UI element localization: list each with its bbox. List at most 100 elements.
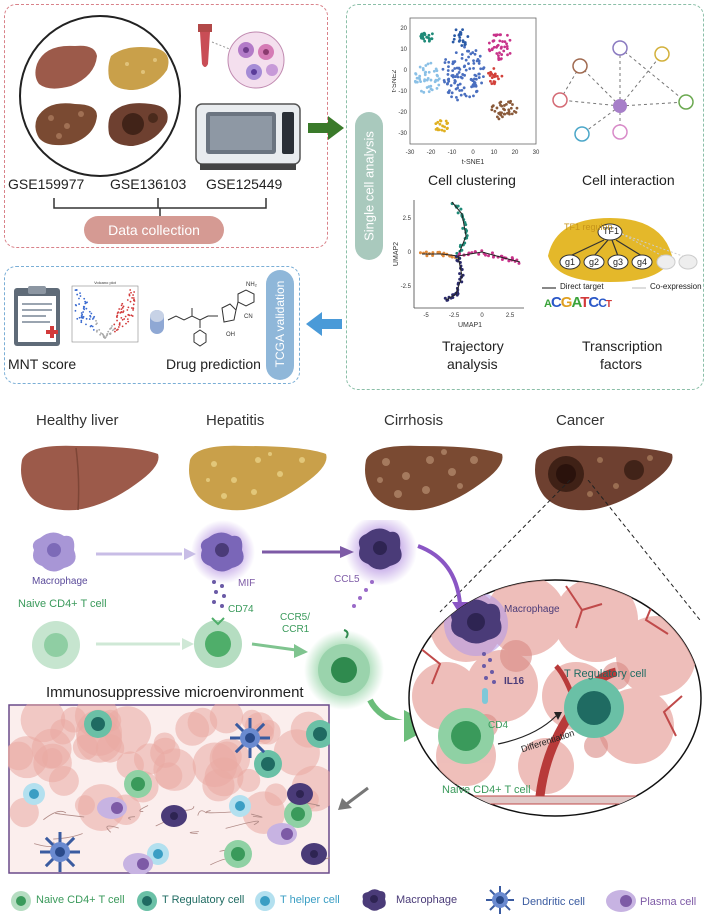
volcano-point [88, 310, 91, 313]
tsne-point [495, 33, 499, 37]
validation-pill [266, 270, 294, 380]
volcano-point [132, 307, 135, 310]
volcano-point [121, 325, 124, 328]
umap-x-tick: -2.5 [449, 313, 460, 319]
umap-point [455, 251, 459, 255]
tsne-xlabel: t-SNE1 [462, 159, 485, 166]
volcano-point [83, 306, 86, 308]
tsne-point [454, 75, 457, 78]
tsne-point [456, 83, 460, 87]
volcano-point [109, 332, 112, 335]
tsne-point [453, 81, 457, 85]
volcano-point [132, 294, 134, 296]
tsne-point [441, 124, 444, 128]
tsne-point [455, 95, 458, 99]
tsne-point [429, 61, 433, 65]
volcano-point [120, 304, 123, 307]
tsne-point [472, 59, 475, 63]
umap-y-tick: 0 [408, 250, 412, 256]
umap-point [483, 253, 487, 257]
cell-interaction-network [552, 40, 694, 142]
motif-letter: A [571, 294, 581, 311]
volcano-point [89, 325, 92, 328]
tsne-point [457, 70, 461, 74]
volcano-point [132, 309, 134, 311]
tsne-point [420, 33, 424, 37]
volcano-point [85, 307, 88, 310]
volcano-point [132, 303, 135, 306]
tsne-point [481, 67, 485, 71]
tsne-point [467, 62, 470, 66]
umap-point [459, 243, 463, 247]
tsne-point [430, 88, 434, 92]
motif-letter: C [598, 296, 607, 310]
volcano-point [82, 311, 85, 313]
tsne-point [491, 39, 495, 43]
tsne-point [503, 108, 506, 112]
stroma-fiber [34, 841, 55, 847]
tsne-point [451, 75, 455, 79]
tsne-point [500, 104, 504, 108]
tsne-point [447, 65, 450, 69]
volcano-point [126, 299, 129, 301]
umap-ylabel: UMAP2 [393, 242, 400, 266]
tsne-point [493, 74, 497, 78]
tsne-point [492, 67, 496, 70]
tsne-point [472, 94, 475, 98]
volcano-point [92, 328, 95, 331]
single-cell-analysis-panel [346, 4, 704, 390]
tsne-point [429, 78, 433, 82]
stroma-fiber [251, 813, 263, 818]
th-nucleus [29, 789, 39, 799]
tumor-cell [187, 707, 218, 738]
volcano-point [114, 330, 116, 333]
umap-point [438, 250, 442, 254]
plasma-nucleus [281, 828, 293, 840]
tsne-point [458, 82, 462, 86]
tsne-point [436, 78, 440, 82]
umap-point [500, 257, 504, 261]
volcano-point [116, 319, 118, 322]
volcano-point [124, 315, 127, 318]
tsne-point [459, 75, 463, 79]
motif-letter: T [605, 299, 612, 310]
tsne-point [432, 69, 436, 73]
tumor-cell [74, 795, 95, 816]
sequencer-machine-icon [195, 103, 301, 170]
tsne-x-tick: -20 [427, 150, 436, 156]
umap-trajectory-line [422, 253, 459, 257]
tsne-point [440, 128, 444, 132]
stroma-fiber [43, 810, 67, 821]
tsne-point [427, 70, 431, 74]
tsne-point [497, 54, 500, 58]
stroma-fiber [225, 820, 259, 829]
cancer-liver-illustration [535, 445, 673, 511]
volcano-point [132, 297, 135, 299]
volcano-point [85, 323, 87, 326]
tsne-point [447, 60, 451, 64]
volcano-point [78, 297, 80, 300]
volcano-point [125, 322, 127, 325]
data-collection-label: Data collection [108, 222, 200, 238]
tsne-point [503, 40, 507, 44]
volcano-point [105, 334, 108, 337]
volcano-point [121, 318, 124, 321]
volcano-point [78, 303, 81, 305]
hepatitis-liver-illustration [189, 445, 327, 511]
tsne-point [489, 79, 492, 83]
tsne-point [446, 73, 450, 76]
tsne-point [435, 87, 439, 90]
umap-point [418, 251, 422, 255]
drug-structure-icon: NH₂ OH CN [150, 282, 258, 347]
legend-plasma-icon [606, 890, 636, 912]
umap-xlabel: UMAP1 [458, 322, 482, 329]
data-collection-pill: Data collection [84, 216, 224, 244]
zoom-lines [439, 480, 701, 620]
volcano-point [131, 297, 134, 299]
naive-t-nucleus [231, 847, 245, 861]
tsne-point [458, 36, 462, 39]
tsne-point [509, 106, 513, 110]
volcano-point [127, 306, 130, 309]
tsne-point [446, 126, 449, 130]
tsne-point [444, 119, 448, 123]
